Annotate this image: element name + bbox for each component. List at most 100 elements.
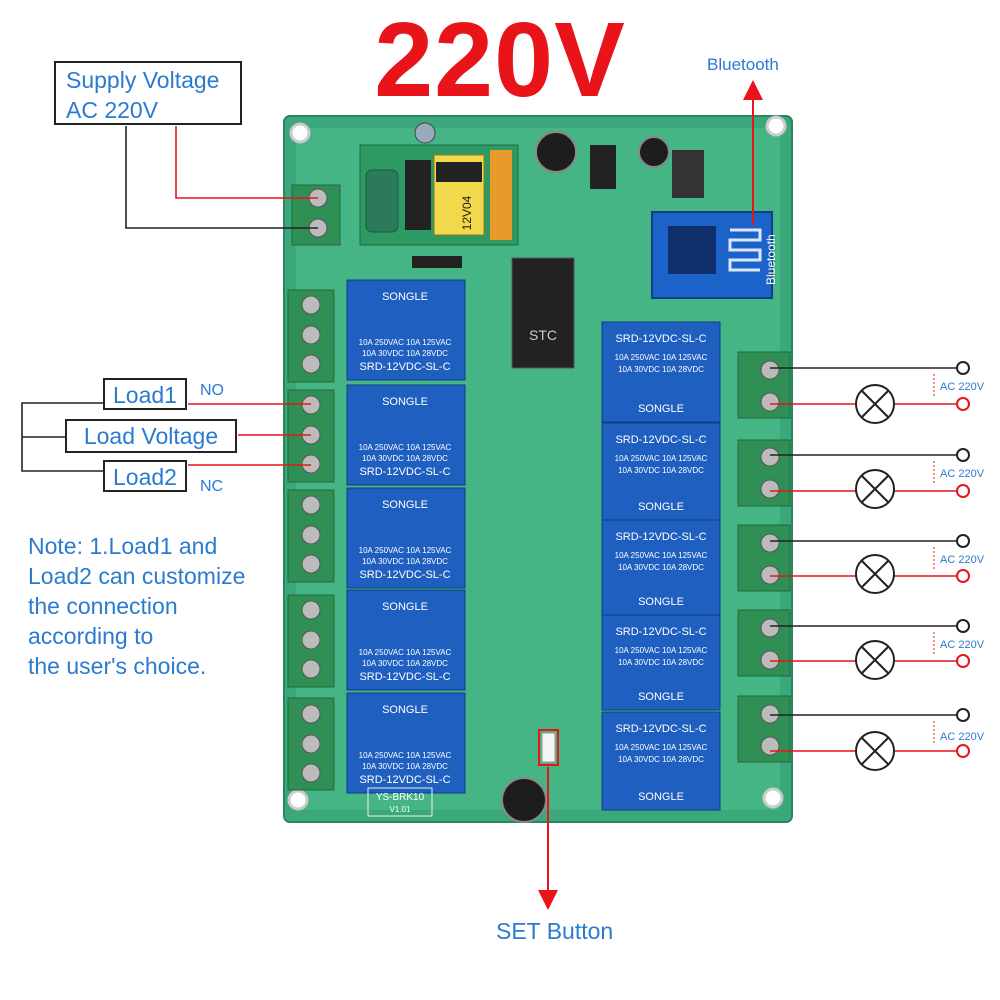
svg-text:SONGLE: SONGLE <box>638 791 684 803</box>
svg-text:SRD-12VDC-SL-C: SRD-12VDC-SL-C <box>615 434 706 446</box>
svg-text:10A 250VAC 10A 125VAC: 10A 250VAC 10A 125VAC <box>359 443 452 452</box>
svg-text:10A 250VAC 10A 125VAC: 10A 250VAC 10A 125VAC <box>359 338 452 347</box>
regulator <box>590 145 616 189</box>
svg-text:10A 250VAC 10A 125VAC: 10A 250VAC 10A 125VAC <box>359 751 452 760</box>
relay: SONGLE 10A 250VAC 10A 125VAC 10A 30VDC 10A… <box>346 692 466 794</box>
page-title: 220V <box>374 1 626 119</box>
svg-text:10A 250VAC 10A 125VAC: 10A 250VAC 10A 125VAC <box>359 648 452 657</box>
output-circuits <box>770 361 970 771</box>
relay: SONGLE 10A 250VAC 10A 125VAC 10A 30VDC 10A… <box>346 589 466 691</box>
output-circuit-1 <box>770 361 970 424</box>
svg-text:10A 30VDC 10A 28VDC: 10A 30VDC 10A 28VDC <box>618 563 704 572</box>
relay: SRD-12VDC-SL-C 10A 250VAC 10A 125VAC 10A 3… <box>601 321 721 423</box>
svg-text:10A 250VAC 10A 125VAC: 10A 250VAC 10A 125VAC <box>615 353 708 362</box>
right-relays: SRD-12VDC-SL-C 10A 250VAC 10A 125VAC 10A 3… <box>601 321 721 811</box>
relay: SONGLE 10A 250VAC 10A 125VAC 10A 30VDC 10A… <box>346 487 466 589</box>
mcu-chip <box>511 257 575 369</box>
svg-text:SRD-12VDC-SL-C: SRD-12VDC-SL-C <box>359 774 450 786</box>
bt-module-label: Bluetooth <box>764 234 778 285</box>
relay: SONGLE 10A 250VAC 10A 125VAC 10A 30VDC 10A… <box>346 384 466 486</box>
svg-text:10A 30VDC 10A 28VDC: 10A 30VDC 10A 28VDC <box>362 659 448 668</box>
load-voltage-label: Load Voltage <box>65 419 237 453</box>
output-circuit-3 <box>770 534 970 594</box>
set-button <box>541 732 556 763</box>
svg-text:10A 250VAC 10A 125VAC: 10A 250VAC 10A 125VAC <box>615 743 708 752</box>
pin-header <box>412 256 462 268</box>
svg-text:SRD-12VDC-SL-C: SRD-12VDC-SL-C <box>615 333 706 345</box>
regulator <box>672 150 704 198</box>
small-capacitor <box>414 122 436 144</box>
module-text: 12V04 <box>460 195 474 230</box>
right-terminals <box>737 351 791 763</box>
ac-label: AC 220V <box>940 468 985 480</box>
bluetooth-chip <box>668 226 716 274</box>
svg-text:SONGLE: SONGLE <box>638 691 684 703</box>
chip-text: STC <box>529 327 557 343</box>
supply-voltage-label: Supply Voltage AC 220V <box>54 61 242 125</box>
ac-label: AC 220V <box>940 639 985 651</box>
board-label-box <box>367 787 433 817</box>
supply-line1: Supply Voltage <box>66 67 220 93</box>
svg-text:SRD-12VDC-SL-C: SRD-12VDC-SL-C <box>615 723 706 735</box>
note-text: Note: 1.Load1 and Load2 can customize th… <box>28 533 246 679</box>
board-version: V1.01 <box>390 805 411 814</box>
svg-text:SONGLE: SONGLE <box>382 396 428 408</box>
capacitor-orange <box>490 150 512 240</box>
mount-hole <box>765 115 787 137</box>
left-relays: SONGLE 10A 250VAC 10A 125VAC 10A 30VDC 10A… <box>346 279 466 794</box>
load1-label: Load1 <box>103 378 187 410</box>
svg-text:SONGLE: SONGLE <box>382 704 428 716</box>
svg-text:SONGLE: SONGLE <box>638 596 684 608</box>
set-button-outline <box>538 729 559 766</box>
relay: SONGLE 10A 250VAC 10A 125VAC 10A 30VDC 10A… <box>346 279 466 381</box>
bluetooth-antenna <box>728 228 762 272</box>
svg-text:SRD-12VDC-SL-C: SRD-12VDC-SL-C <box>615 626 706 638</box>
svg-text:SONGLE: SONGLE <box>638 403 684 415</box>
svg-text:SONGLE: SONGLE <box>382 499 428 511</box>
svg-text:10A 250VAC 10A 125VAC: 10A 250VAC 10A 125VAC <box>615 551 708 560</box>
ac-label: AC 220V <box>940 731 985 743</box>
ac-label: AC 220V <box>940 554 985 566</box>
svg-text:SRD-12VDC-SL-C: SRD-12VDC-SL-C <box>359 569 450 581</box>
set-button-label: SET Button <box>496 918 614 944</box>
svg-text:10A 30VDC 10A 28VDC: 10A 30VDC 10A 28VDC <box>618 755 704 764</box>
output-circuit-5 <box>770 708 970 771</box>
power-relay-block <box>405 160 431 230</box>
svg-text:10A 30VDC 10A 28VDC: 10A 30VDC 10A 28VDC <box>618 658 704 667</box>
bluetooth-label: Bluetooth <box>707 55 779 74</box>
svg-text:10A 30VDC 10A 28VDC: 10A 30VDC 10A 28VDC <box>618 466 704 475</box>
left-terminals <box>287 289 335 791</box>
mount-hole <box>289 122 311 144</box>
film-capacitor <box>365 169 399 233</box>
supply-wire-red <box>175 126 318 199</box>
relay: SRD-12VDC-SL-C 10A 250VAC 10A 125VAC 10A 3… <box>601 422 721 521</box>
no-label: NO <box>200 382 224 399</box>
electrolytic-cap <box>638 136 670 168</box>
supply-wire-black <box>125 126 318 229</box>
svg-text:SONGLE: SONGLE <box>382 291 428 303</box>
svg-text:SRD-12VDC-SL-C: SRD-12VDC-SL-C <box>359 671 450 683</box>
svg-text:10A 30VDC 10A 28VDC: 10A 30VDC 10A 28VDC <box>362 762 448 771</box>
relay: SRD-12VDC-SL-C 10A 250VAC 10A 125VAC 10A 3… <box>601 519 721 616</box>
output-circuit-2 <box>770 448 970 509</box>
electrolytic-cap <box>535 131 577 173</box>
svg-text:SRD-12VDC-SL-C: SRD-12VDC-SL-C <box>615 531 706 543</box>
svg-text:10A 250VAC 10A 125VAC: 10A 250VAC 10A 125VAC <box>615 646 708 655</box>
mount-hole <box>287 789 309 811</box>
svg-text:10A 30VDC 10A 28VDC: 10A 30VDC 10A 28VDC <box>362 454 448 463</box>
load2-label: Load2 <box>103 460 187 492</box>
relay: SRD-12VDC-SL-C 10A 250VAC 10A 125VAC 10A 3… <box>601 614 721 711</box>
ac-label: AC 220V <box>940 381 985 393</box>
svg-text:10A 250VAC 10A 125VAC: 10A 250VAC 10A 125VAC <box>359 546 452 555</box>
nc-label: NC <box>200 478 224 495</box>
relay: SRD-12VDC-SL-C 10A 250VAC 10A 125VAC 10A 3… <box>601 711 721 811</box>
svg-text:SRD-12VDC-SL-C: SRD-12VDC-SL-C <box>359 466 450 478</box>
transformer-core <box>436 162 482 182</box>
svg-text:10A 250VAC 10A 125VAC: 10A 250VAC 10A 125VAC <box>615 454 708 463</box>
svg-text:SONGLE: SONGLE <box>382 601 428 613</box>
svg-text:10A 30VDC 10A 28VDC: 10A 30VDC 10A 28VDC <box>362 557 448 566</box>
svg-text:10A 30VDC 10A 28VDC: 10A 30VDC 10A 28VDC <box>362 349 448 358</box>
svg-text:10A 30VDC 10A 28VDC: 10A 30VDC 10A 28VDC <box>618 365 704 374</box>
svg-text:SONGLE: SONGLE <box>638 501 684 513</box>
